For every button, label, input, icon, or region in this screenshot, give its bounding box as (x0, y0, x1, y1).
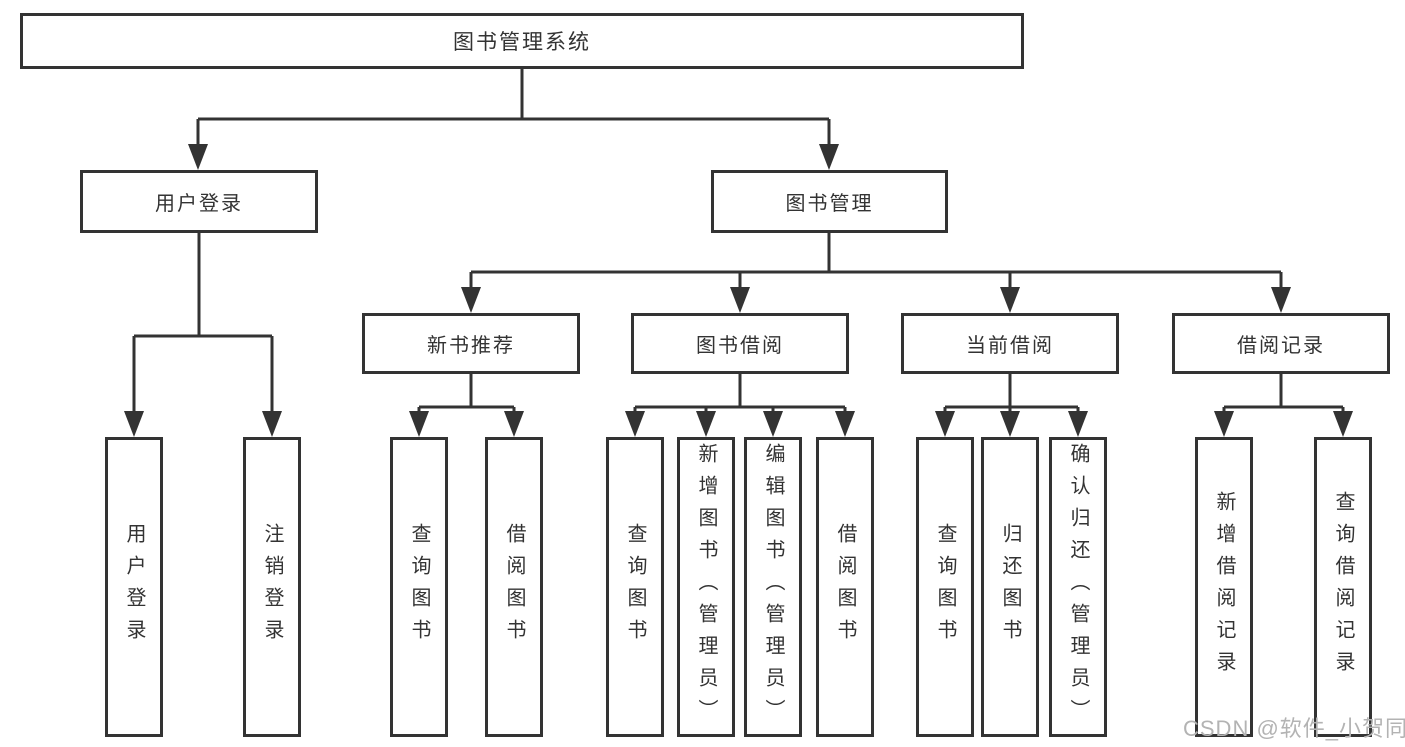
leaf-bb-add-book-admin: 新增图书（管理员） (677, 437, 735, 737)
arrowhead (1333, 411, 1353, 437)
leaf-cb-return-book: 归还图书 (981, 437, 1039, 737)
arrowhead (409, 411, 429, 437)
watermark: CSDN @软件_小贺同学 (1183, 716, 1405, 741)
node-current-borrow: 当前借阅 (901, 313, 1119, 374)
leaf-nbr-borrow-book-label: 借阅图书 (503, 523, 525, 651)
leaf-cb-confirm-return-admin-label: 确认归还（管理员） (1067, 443, 1089, 731)
leaf-user-login-label: 用户登录 (123, 523, 145, 651)
arrowhead (763, 411, 783, 437)
node-book-borrow: 图书借阅 (631, 313, 849, 374)
node-new-book-recommend: 新书推荐 (362, 313, 580, 374)
connector-new-book-recommend-children (409, 374, 524, 437)
connector-current-borrow-children (935, 374, 1088, 437)
arrowhead (504, 411, 524, 437)
arrowhead (625, 411, 645, 437)
leaf-bb-edit-book-admin-label: 编辑图书（管理员） (762, 443, 784, 731)
leaf-nbr-query-book-label: 查询图书 (408, 523, 430, 651)
connector-line (943, 374, 1080, 417)
node-new-book-recommend-label: 新书推荐 (427, 335, 515, 357)
node-book-management-label: 图书管理 (785, 193, 874, 215)
leaf-cb-query-book: 查询图书 (916, 437, 974, 737)
connector-line (417, 374, 516, 417)
leaf-user-login: 用户登录 (105, 437, 163, 737)
arrowhead (730, 287, 750, 313)
arrowhead (262, 411, 282, 437)
node-root: 图书管理系统 (20, 13, 1024, 69)
leaf-logout-label: 注销登录 (261, 523, 283, 651)
arrowhead (1000, 287, 1020, 313)
node-root-label: 图书管理系统 (453, 31, 591, 54)
node-user-login: 用户登录 (80, 170, 318, 233)
arrowhead (819, 144, 839, 170)
node-current-borrow-label: 当前借阅 (966, 335, 1054, 357)
node-book-management: 图书管理 (711, 170, 948, 233)
node-user-login-label: 用户登录 (155, 193, 243, 215)
arrowhead (696, 411, 716, 437)
leaf-nbr-borrow-book: 借阅图书 (485, 437, 543, 737)
leaf-br-add-record-label: 新增借阅记录 (1213, 491, 1235, 683)
arrowhead (1271, 287, 1291, 313)
leaf-bb-query-book: 查询图书 (606, 437, 664, 737)
connector-book-borrow-children (625, 374, 855, 437)
leaf-bb-add-book-admin-label: 新增图书（管理员） (695, 443, 717, 731)
leaf-cb-query-book-label: 查询图书 (934, 523, 956, 651)
arrowhead (1068, 411, 1088, 437)
connector-book-management-children (461, 233, 1291, 313)
leaf-cb-confirm-return-admin: 确认归还（管理员） (1049, 437, 1107, 737)
leaf-cb-return-book-label: 归还图书 (999, 523, 1021, 651)
leaf-br-query-record-label: 查询借阅记录 (1332, 491, 1354, 683)
arrowhead (835, 411, 855, 437)
arrowhead (188, 144, 208, 170)
connector-root-to-level2 (188, 69, 839, 170)
connector-line (633, 374, 847, 417)
arrowhead (1000, 411, 1020, 437)
leaf-bb-edit-book-admin: 编辑图书（管理员） (744, 437, 802, 737)
leaf-bb-borrow-book-label: 借阅图书 (834, 523, 856, 651)
connector-borrow-record-children (1214, 374, 1353, 437)
connector-line (469, 233, 1283, 293)
leaf-br-query-record: 查询借阅记录 (1314, 437, 1372, 737)
arrowhead (124, 411, 144, 437)
node-borrow-record-label: 借阅记录 (1237, 335, 1325, 357)
connector-user-login-children (124, 233, 282, 437)
connector-line (1222, 374, 1345, 417)
node-book-borrow-label: 图书借阅 (696, 335, 784, 357)
node-borrow-record: 借阅记录 (1172, 313, 1390, 374)
leaf-nbr-query-book: 查询图书 (390, 437, 448, 737)
connector-line (132, 233, 274, 417)
leaf-bb-borrow-book: 借阅图书 (816, 437, 874, 737)
arrowhead (1214, 411, 1234, 437)
connector-line (196, 69, 831, 150)
leaf-br-add-record: 新增借阅记录 (1195, 437, 1253, 737)
leaf-bb-query-book-label: 查询图书 (624, 523, 646, 651)
arrowhead (461, 287, 481, 313)
leaf-logout: 注销登录 (243, 437, 301, 737)
arrowhead (935, 411, 955, 437)
